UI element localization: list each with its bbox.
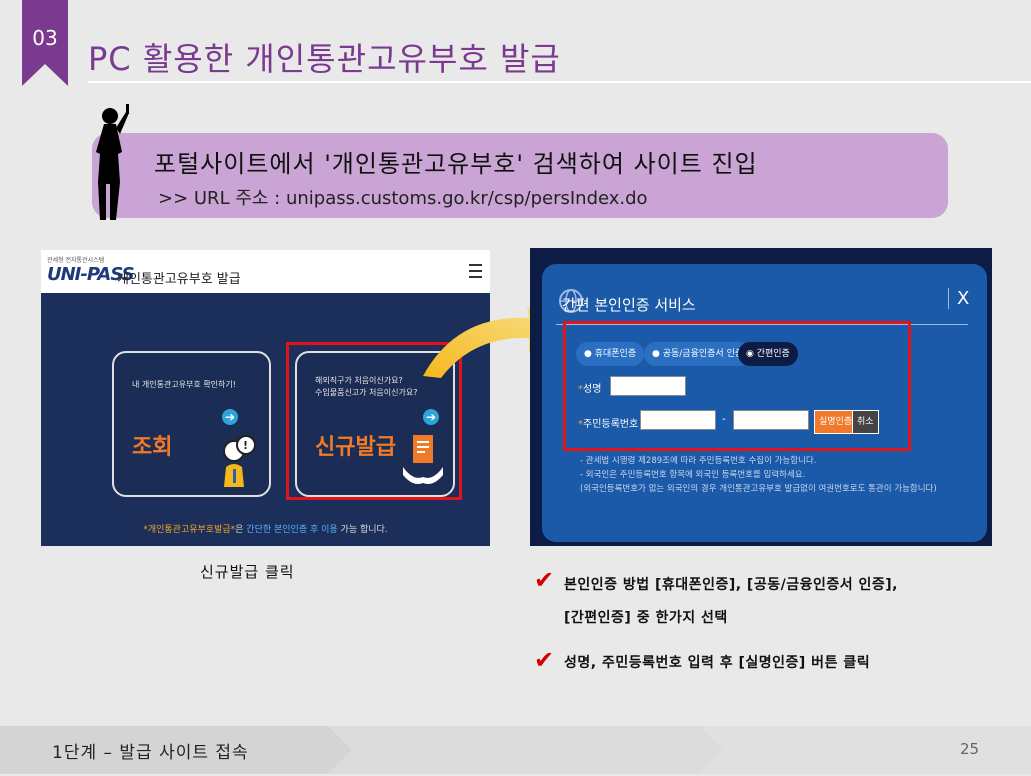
callout-url: >> URL 주소 : unipass.customs.go.kr/csp/pe… bbox=[158, 188, 648, 209]
unipass-title: 개인통관고유부호 발급 bbox=[117, 272, 241, 287]
close-icon[interactable]: X bbox=[948, 288, 969, 309]
left-caption: 신규발급 클릭 bbox=[200, 563, 295, 581]
section-tab-notch bbox=[22, 64, 68, 86]
radio-phone-auth[interactable]: ● 휴대폰인증 bbox=[576, 342, 645, 366]
verification-modal bbox=[542, 264, 987, 542]
name-label: *성명 bbox=[578, 384, 602, 395]
bullet-2: 성명, 주민등록번호 입력 후 [실명인증] 버튼 클릭 bbox=[564, 655, 871, 671]
rrn-second-input[interactable] bbox=[733, 410, 809, 430]
note-line: - 관세법 시행령 제289조에 따라 주민등록번호 수집이 가능합니다. bbox=[580, 456, 817, 466]
lookup-arrow-icon[interactable]: ➔ bbox=[222, 409, 238, 425]
header-divider bbox=[88, 81, 1031, 83]
radio-simple-auth[interactable]: ◉ 간편인증 bbox=[738, 342, 798, 366]
verification-highlight-box bbox=[563, 321, 911, 451]
new-issue-arrow-icon[interactable]: ➔ bbox=[423, 409, 439, 425]
unipass-footer-note: *개인통관고유부호발급*은 간단한 본인인증 후 이용 가능 합니다. bbox=[41, 522, 490, 535]
radio-certificate-auth-label: 공동/금융인증서 인증 bbox=[662, 349, 744, 359]
unipass-logo-caption: 관세청 전자통관시스템 bbox=[47, 257, 105, 264]
footer-note-part2: 은 bbox=[235, 525, 247, 535]
cancel-button[interactable]: 취소 bbox=[852, 410, 879, 434]
page-title: PC 활용한 개인통관고유부호 발급 bbox=[88, 40, 561, 78]
new-issue-highlight-box bbox=[286, 342, 462, 500]
lookup-card-text: 내 개인통관고유부호 확인하기! bbox=[132, 380, 236, 389]
curved-arrow-icon bbox=[423, 306, 560, 378]
bullet-1-line1: 본인인증 방법 [휴대폰인증], [공동/금융인증서 인증], bbox=[564, 577, 898, 593]
footer-note-part4: 가능 합니다. bbox=[337, 525, 388, 535]
footer-note-part3: 간단한 본인인증 후 이용 bbox=[246, 525, 338, 535]
unipass-top-bar bbox=[41, 250, 490, 293]
footer-note-part1: *개인통관고유부호발급* bbox=[143, 525, 236, 535]
name-label-text: 성명 bbox=[583, 384, 602, 395]
document-hands-icon bbox=[403, 435, 443, 484]
checkmark-icon: ✔ bbox=[534, 646, 555, 674]
modal-title: 간편 본인인증 서비스 bbox=[562, 296, 696, 314]
rrn-dash: - bbox=[722, 414, 726, 425]
section-number: 03 bbox=[32, 26, 58, 50]
rrn-first-input[interactable] bbox=[640, 410, 716, 430]
bullet-1-line2: [간편인증] 중 한가지 선택 bbox=[564, 610, 728, 626]
checkmark-icon: ✔ bbox=[534, 566, 555, 594]
globe-icon bbox=[559, 289, 583, 313]
notes-list: - 관세법 시행령 제289조에 따라 주민등록번호 수집이 가능합니다. - … bbox=[580, 454, 937, 496]
radio-simple-auth-label: 간편인증 bbox=[756, 349, 790, 359]
note-line: (외국인등록번호가 없는 외국인의 경우 개인통관고유부호 발급없이 여권번호로… bbox=[580, 484, 937, 494]
modal-divider bbox=[556, 324, 968, 325]
page-number: 25 bbox=[960, 740, 980, 758]
radio-certificate-auth[interactable]: ● 공동/금융인증서 인증 bbox=[644, 342, 752, 366]
footer-bar bbox=[0, 726, 1031, 774]
verification-screenshot: 간편 본인인증 서비스 X ● 휴대폰인증 ● 공동/금융인증서 인증 ◉ 간편… bbox=[530, 248, 992, 546]
svg-text:!: ! bbox=[243, 439, 248, 452]
new-issue-card-text: 해외직구가 처음이신가요? 수입물품신고가 처음이신가요? bbox=[315, 376, 418, 397]
callout-heading: 포털사이트에서 '개인통관고유부호' 검색하여 사이트 진입 bbox=[154, 150, 758, 178]
footer-step-label: 1단계 – 발급 사이트 접속 bbox=[52, 743, 249, 763]
person-question-icon: ! bbox=[223, 435, 256, 487]
rrn-label-text: 주민등록번호 bbox=[583, 419, 639, 430]
callout-box bbox=[92, 133, 948, 218]
unipass-home-screenshot: 관세청 전자통관시스템 UNI-PASS 개인통관고유부호 발급 내 개인통관고… bbox=[41, 250, 490, 546]
lookup-card-label: 조회 bbox=[132, 435, 173, 460]
note-line: - 외국인은 주민등록번호 항목에 외국인 등록번호를 입력하세요. bbox=[580, 470, 806, 480]
new-issue-card-label: 신규발급 bbox=[315, 435, 396, 460]
name-input[interactable] bbox=[610, 376, 686, 396]
lookup-card[interactable]: 내 개인통관고유부호 확인하기! ➔ 조회 ! bbox=[112, 351, 271, 497]
unipass-logo: UNI-PASS bbox=[47, 264, 135, 285]
rrn-label: *주민등록번호 bbox=[578, 419, 639, 430]
hamburger-menu-icon[interactable] bbox=[469, 264, 482, 278]
woman-silhouette-icon bbox=[96, 104, 129, 220]
radio-phone-auth-label: 휴대폰인증 bbox=[594, 349, 637, 359]
